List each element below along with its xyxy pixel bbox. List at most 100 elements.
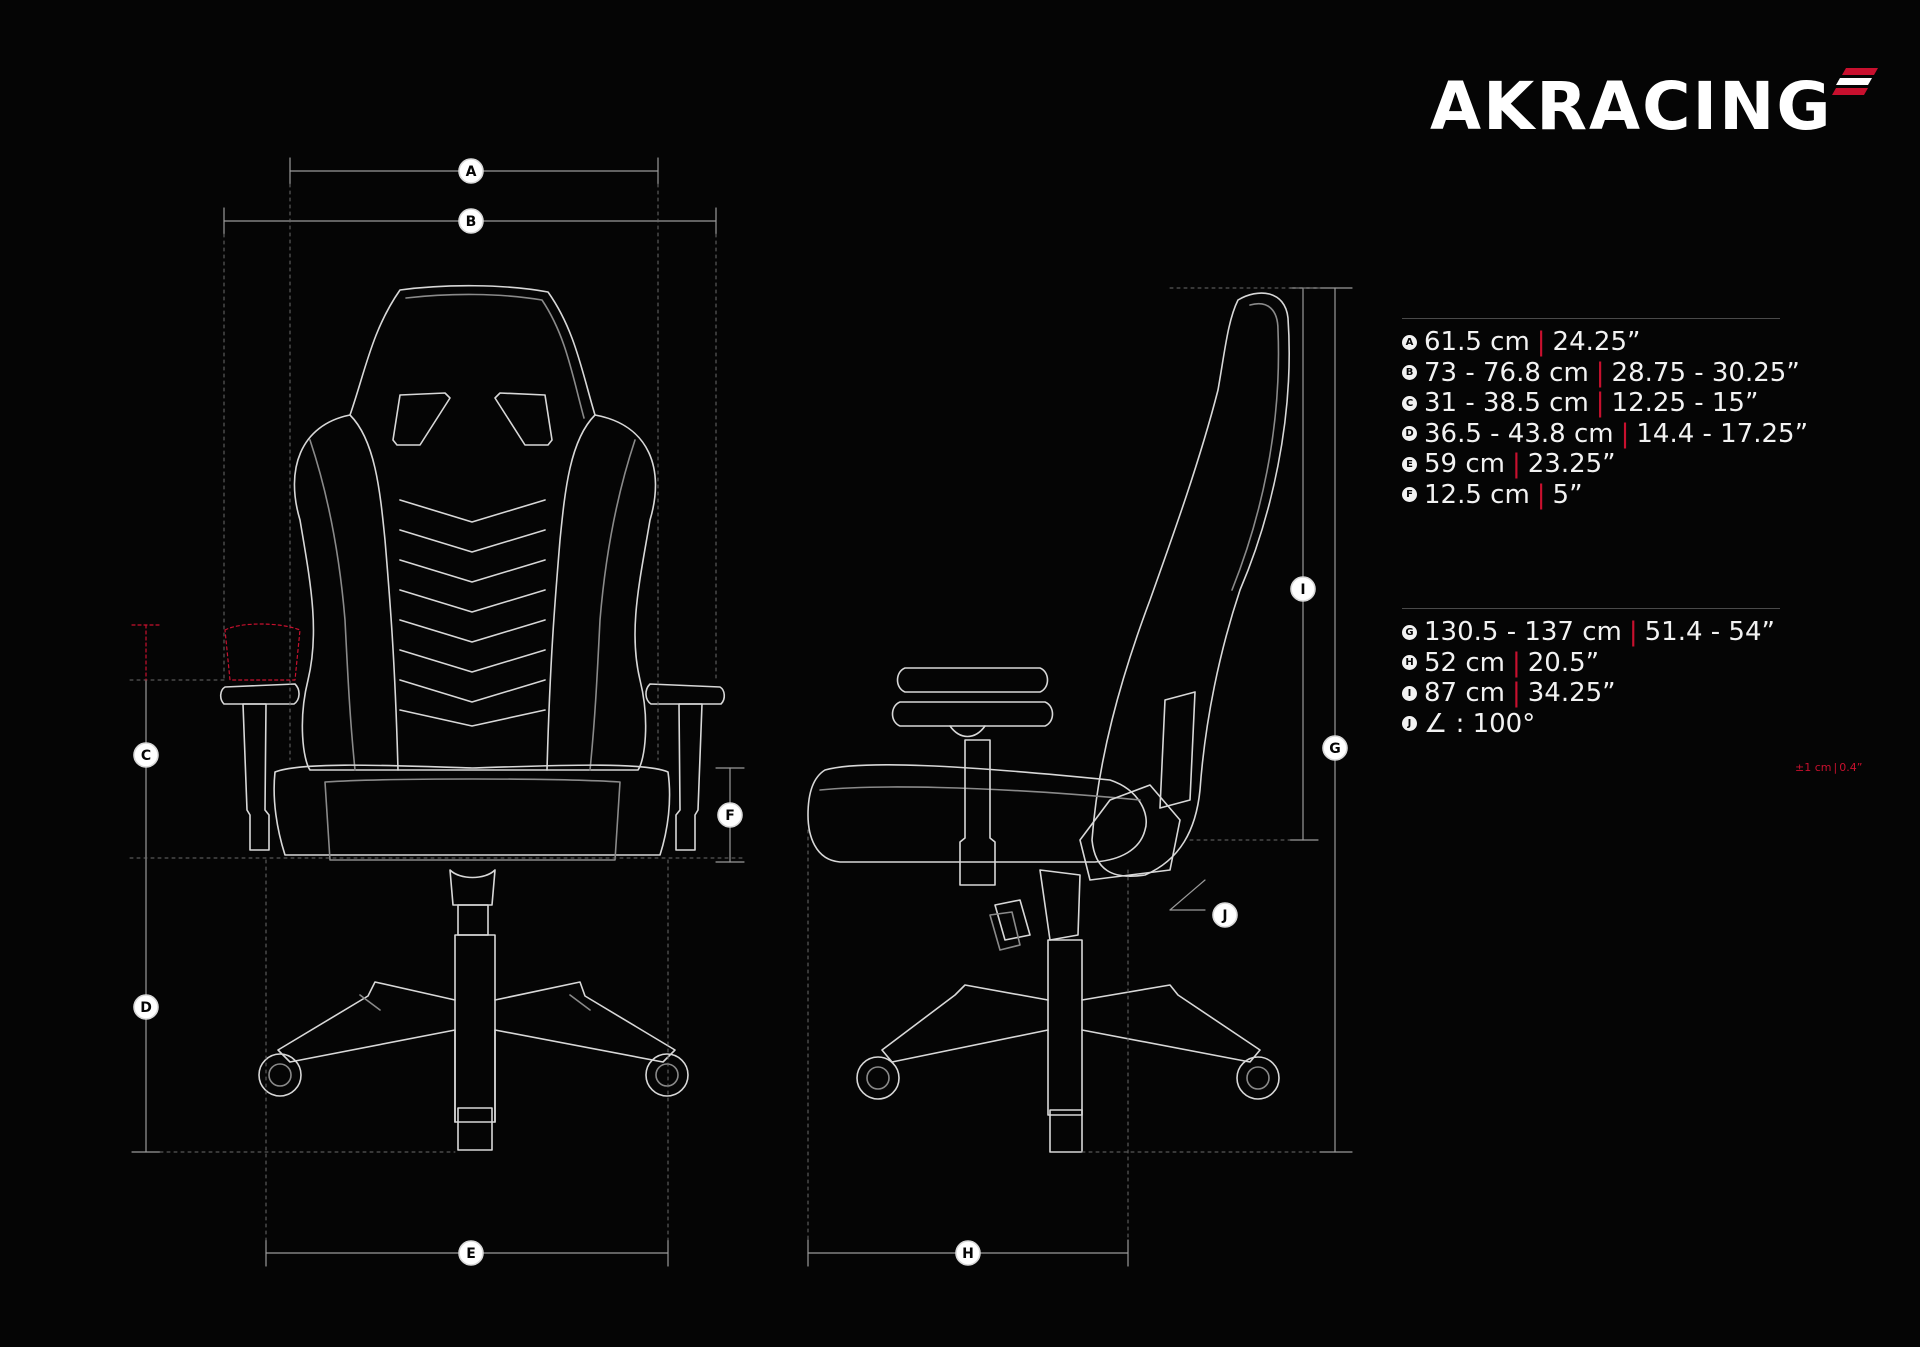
front-side-bolster-left [349,414,399,771]
dimension-lines [131,157,1353,1267]
front-wing-left [309,439,356,771]
brand-name: AKRACING [1430,68,1833,145]
side-seat-top [819,786,1141,801]
spec-row-I: I 87 cm|34.25” [1402,678,1782,709]
spec-imperial: 28.75 - 30.25” [1611,357,1800,388]
spec-imperial: 24.25” [1552,327,1641,358]
spec-imperial: 51.4 - 54” [1644,617,1775,648]
spec-list-front: A 61.5 cm|24.25” B 73 - 76.8 cm|28.75 - … [1402,318,1808,511]
front-caster-left [258,1053,302,1097]
spec-metric: 73 - 76.8 cm [1424,357,1589,388]
spec-separator: | [1511,449,1521,480]
marker-J: J [1212,902,1238,928]
spec-row-J: J ∠ : 100° [1402,709,1782,740]
spec-badge: J [1402,716,1417,732]
spec-separator: | [1536,479,1546,510]
svg-text:D: D [140,1000,152,1016]
front-caster-right-hub [655,1063,679,1087]
svg-text:A: A [466,164,477,180]
extension-lines [129,183,1321,1241]
svg-text:G: G [1329,741,1341,757]
spec-row-H: H 52 cm|20.5” [1402,648,1782,679]
marker-E: E [458,1240,484,1266]
side-tension-knob [989,911,1021,951]
spec-metric: 61.5 cm [1424,327,1530,358]
spec-badge: H [1402,655,1417,671]
front-chevron-7 [399,679,546,703]
marker-G: G [1322,735,1348,761]
spec-imperial: 5” [1552,479,1583,510]
side-armrest-post [959,739,996,886]
marker-A: A [458,158,484,184]
spec-imperial: 12.25 - 15” [1611,388,1759,419]
side-recline-mechanism [1079,784,1181,881]
front-base-star [277,981,676,1123]
front-armrest-right-post [675,703,703,851]
spec-badge: C [1402,395,1417,411]
marker-F: F [717,802,743,828]
spec-row-A: A 61.5 cm|24.25” [1402,327,1782,358]
side-base-star [881,984,1261,1063]
svg-text:H: H [962,1246,974,1262]
front-chevron-2 [399,529,546,553]
spec-separator: | [1536,327,1546,358]
front-armrest-right-pad [645,683,726,705]
armrest-range-indicator [131,623,301,681]
marker-H: H [955,1240,981,1266]
front-belt-slot-left [392,392,451,446]
svg-text:F: F [725,808,735,824]
tolerance-metric: ±1 cm [1795,761,1832,774]
spec-row-F: F 12.5 cm|5” [1402,480,1782,511]
front-caster-left-hub [268,1063,292,1087]
spec-metric: 130.5 - 137 cm [1424,617,1622,648]
front-caster-back-left [359,994,591,1011]
spec-separator: | [1595,357,1605,388]
spec-separator: | [1511,647,1521,678]
spec-row-E: E 59 cm|23.25” [1402,449,1782,480]
spec-badge: A [1402,334,1417,350]
side-caster-left-hub [866,1066,890,1090]
spec-metric: 52 cm [1424,647,1505,678]
side-caster-center [1049,1109,1083,1153]
spec-separator: | [1628,617,1638,648]
side-gas-lift-top [1039,869,1081,941]
spec-row-D: D 36.5 - 43.8 cm|14.4 - 17.25” [1402,418,1808,450]
side-backrest-inner [1231,303,1280,591]
side-recline-plate [1159,691,1196,809]
dim-J-arc [1169,879,1206,911]
front-caster-right [645,1053,689,1097]
spec-badge: D [1402,426,1417,442]
spec-metric: 87 cm [1424,678,1505,709]
spec-separator: | [1620,418,1630,449]
side-tilt-knob [994,899,1031,941]
front-chevron-3 [399,559,546,583]
front-armrest-left-post [242,703,270,851]
front-backrest-inner [405,293,585,419]
front-chevron-6 [399,649,546,673]
front-view-chair [219,284,726,1151]
front-chevron-4 [399,589,546,613]
side-caster-right [1236,1056,1280,1100]
checkered-flag-icon [1832,68,1878,95]
spec-divider [1402,318,1780,319]
front-chevron-8 [399,709,546,727]
spec-list-side: G 130.5 - 137 cm|51.4 - 54” H 52 cm|20.5… [1402,608,1782,739]
front-chevron-1 [399,499,546,523]
front-gas-lift-top [449,869,496,906]
spec-divider [1402,608,1780,609]
front-gas-lift-cylinder [454,934,496,1123]
front-chevron-5 [399,619,546,643]
tolerance-imperial: 0.4” [1839,761,1863,774]
svg-text:E: E [466,1246,476,1262]
spec-separator: | [1595,388,1605,419]
spec-badge: I [1402,685,1417,701]
spec-row-B: B 73 - 76.8 cm|28.75 - 30.25” [1402,357,1800,389]
side-gas-lift-cylinder [1047,939,1083,1116]
spec-imperial: 20.5” [1527,647,1600,678]
side-caster-left [856,1056,900,1100]
marker-B: B [458,208,484,234]
spec-row-C: C 31 - 38.5 cm|12.25 - 15” [1402,388,1782,419]
spec-metric: 59 cm [1424,449,1505,480]
svg-text:I: I [1300,582,1305,598]
